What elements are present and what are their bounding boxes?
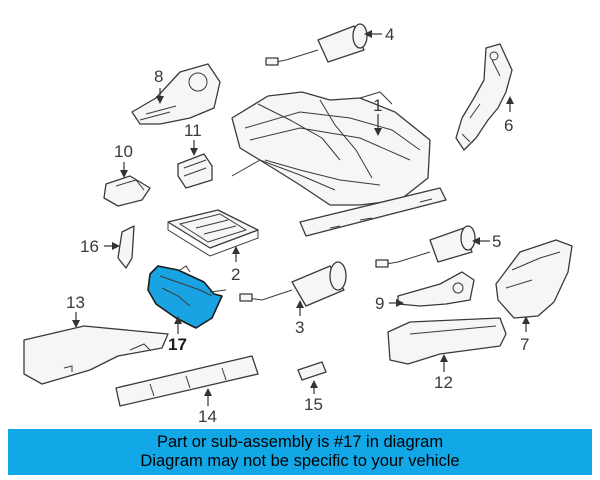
part-11-clip: [177, 153, 213, 189]
callout-8: 8: [154, 67, 163, 86]
callout-3: 3: [295, 318, 304, 337]
callout-7: 7: [520, 335, 529, 354]
part-16-bracket: [117, 225, 135, 269]
part-5-motor: [375, 225, 476, 268]
callout-17: 17: [168, 335, 187, 354]
part-3-motor: [239, 261, 347, 307]
callout-15: 15: [304, 395, 323, 414]
callout-14: 14: [198, 407, 217, 425]
info-banner: Part or sub-assembly is #17 in diagram D…: [8, 429, 592, 475]
part-17-housing: [147, 265, 227, 329]
part-6-bracket: [455, 43, 513, 151]
part-14-grille: [115, 355, 259, 407]
callout-2: 2: [231, 265, 240, 284]
part-1-seat-frame: [231, 91, 447, 237]
callout-labels: 1 2 3 4 5 6 7 8 9 10 11 12 13 14 15 16 1…: [66, 25, 529, 425]
callout-13: 13: [66, 293, 85, 312]
part-7-side-panel: [495, 239, 573, 319]
callout-12: 12: [434, 373, 453, 392]
callout-16: 16: [80, 237, 99, 256]
leader-lines: [72, 30, 530, 406]
parts-diagram: 1 2 3 4 5 6 7 8 9 10 11 12 13 14 15 16 1…: [23, 23, 573, 425]
banner-line-1: Part or sub-assembly is #17 in diagram: [156, 433, 444, 451]
part-12-lower-trim: [387, 317, 507, 365]
callout-1: 1: [373, 96, 382, 115]
part-13-side-shield: [23, 325, 169, 385]
callout-11: 11: [184, 121, 202, 140]
part-15-cover: [297, 361, 327, 381]
callout-5: 5: [492, 232, 501, 251]
banner-line-2: Diagram may not be specific to your vehi…: [140, 452, 460, 470]
callout-4: 4: [385, 25, 394, 44]
part-9-linkage: [397, 271, 475, 307]
part-4-motor: [265, 23, 368, 66]
callout-6: 6: [504, 116, 513, 135]
part-10-latch: [103, 175, 151, 207]
callout-10: 10: [114, 142, 133, 161]
part-8-recliner: [131, 63, 221, 125]
callout-9: 9: [375, 294, 384, 313]
part-2-tray: [167, 209, 259, 257]
